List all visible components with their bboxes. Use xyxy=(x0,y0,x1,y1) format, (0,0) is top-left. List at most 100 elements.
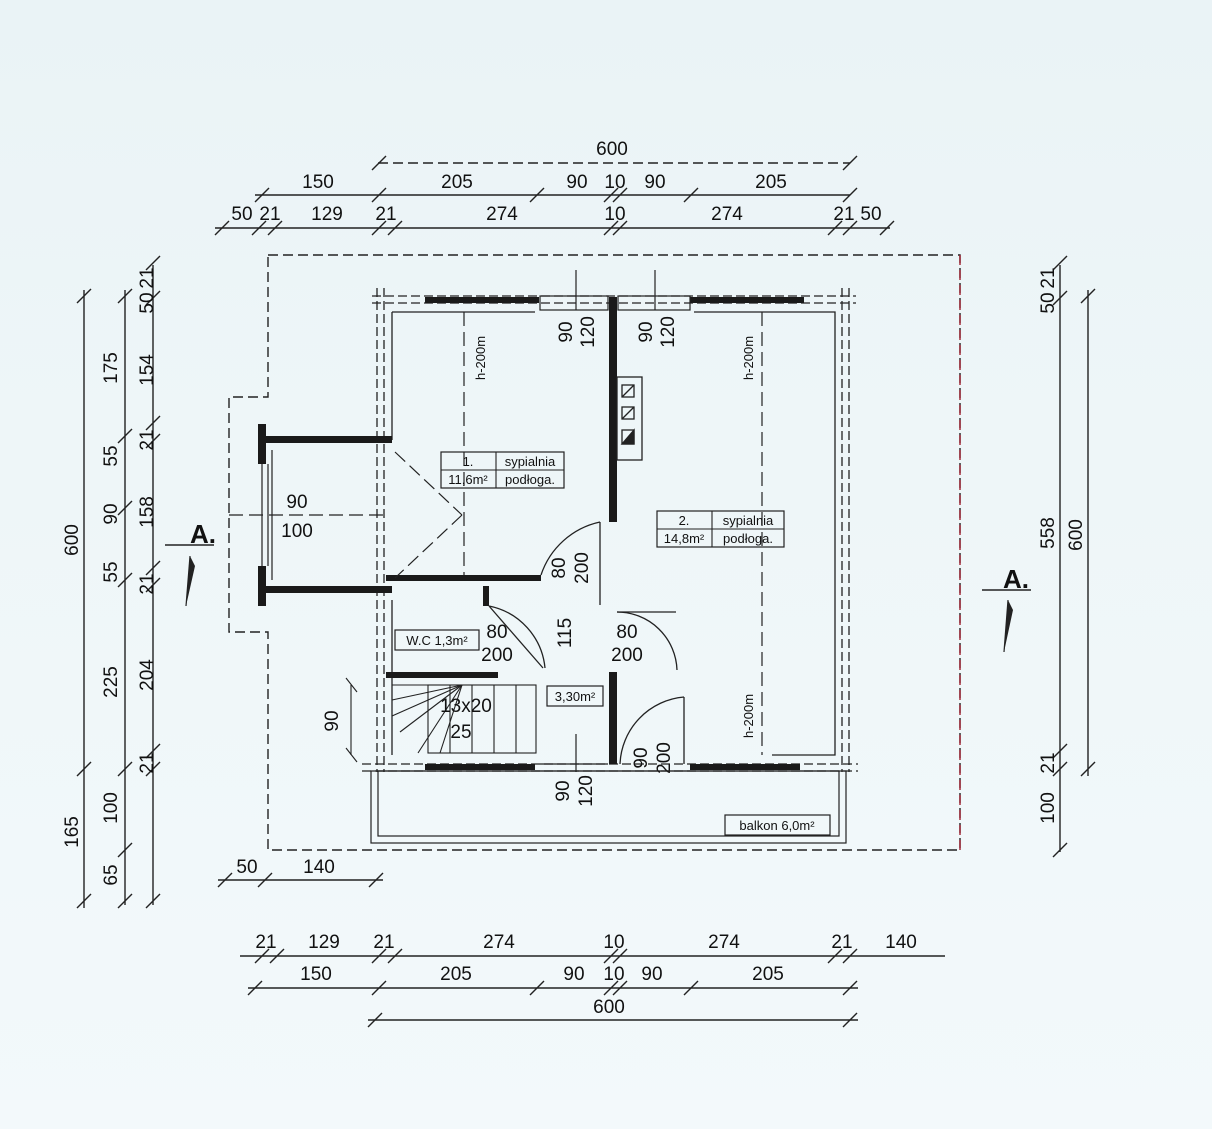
svg-text:2.: 2. xyxy=(679,513,690,528)
balcony xyxy=(370,770,847,844)
dim-right-outer: 600 xyxy=(1066,519,1087,551)
dim-bottom-top: 21 xyxy=(831,932,852,953)
dim-left-mid: 100 xyxy=(101,792,122,824)
window-height: 120 xyxy=(658,316,679,348)
window-height: 120 xyxy=(578,316,599,348)
dim-top-total: 600 xyxy=(596,139,628,160)
dim-top-low: 274 xyxy=(486,204,518,225)
window-width: 90 xyxy=(556,321,577,342)
svg-text:sypialnia: sypialnia xyxy=(505,454,556,469)
stair-width: 90 xyxy=(322,710,343,731)
svg-text:podłoga.: podłoga. xyxy=(505,472,555,487)
hall-width: 115 xyxy=(555,618,576,648)
section-marker-right: A. xyxy=(982,564,1031,653)
dim-bottom-mid: 150 xyxy=(300,964,332,985)
room-2-label: 2. sypialnia 14,8m² podłoga. xyxy=(656,510,785,548)
left-window-height: 100 xyxy=(281,521,313,542)
dim-top-mid: 150 xyxy=(302,172,334,193)
dim-right-mid: 21 xyxy=(1038,267,1059,288)
window-width: 90 xyxy=(636,321,657,342)
dim-bottom-top: 10 xyxy=(603,932,624,953)
dim-lower-left: 50 xyxy=(236,857,257,878)
dim-bottom-top: 274 xyxy=(708,932,740,953)
dim-bottom-mid: 90 xyxy=(563,964,584,985)
left-window-width: 90 xyxy=(286,492,307,513)
dim-top-low: 10 xyxy=(604,204,625,225)
dim-bottom-top: 274 xyxy=(483,932,515,953)
height-labels: h-200m h-200m h-200m xyxy=(473,336,756,738)
stair-labels: 13x20 25 xyxy=(440,696,492,743)
dim-left-outer: 600 xyxy=(62,524,83,556)
dim-bottom-mid: 90 xyxy=(641,964,662,985)
window-height: 120 xyxy=(576,775,597,807)
dimension-ticks xyxy=(76,155,1096,1028)
dim-left-inner: 50 xyxy=(137,292,158,313)
height-label: h-200m xyxy=(741,336,756,380)
room-1-label: 1. sypialnia 11,6m² podłoga. xyxy=(440,451,565,489)
dim-top-low: 274 xyxy=(711,204,743,225)
section-marker-left: A. xyxy=(165,519,216,607)
dim-left-mid: 175 xyxy=(101,352,122,384)
dim-bottom-mid: 205 xyxy=(440,964,472,985)
door-width: 80 xyxy=(549,557,570,578)
opening-labels: 90 120 90 120 90 100 80 200 80 200 80 20… xyxy=(281,316,679,807)
dim-top-low: 50 xyxy=(860,204,881,225)
dim-right-mid: 50 xyxy=(1038,292,1059,313)
dimension-labels: 600 150 205 90 10 90 205 50 21 129 21 27… xyxy=(62,139,1087,1018)
door-height: 200 xyxy=(481,645,513,666)
dim-top-low: 21 xyxy=(833,204,854,225)
chimney xyxy=(616,376,643,461)
dim-bottom-mid: 10 xyxy=(603,964,624,985)
svg-text:3,30m²: 3,30m² xyxy=(555,689,596,704)
dim-left-inner: 21 xyxy=(137,429,158,450)
door-height: 200 xyxy=(572,552,593,584)
dim-left-inner: 21 xyxy=(137,573,158,594)
svg-text:A.: A. xyxy=(1003,564,1029,594)
svg-text:W.C 1,3m²: W.C 1,3m² xyxy=(406,633,468,648)
dim-right-mid: 558 xyxy=(1038,517,1059,549)
stair-tread: 25 xyxy=(450,722,471,743)
dim-left-inner: 204 xyxy=(137,659,158,691)
dim-bottom-mid: 205 xyxy=(752,964,784,985)
dim-top-mid: 90 xyxy=(566,172,587,193)
top-windows xyxy=(539,270,691,772)
dimension-lines xyxy=(83,162,1089,1021)
dim-right-mid: 21 xyxy=(1038,752,1059,773)
svg-text:1.: 1. xyxy=(463,454,474,469)
svg-text:sypialnia: sypialnia xyxy=(723,513,774,528)
svg-text:podłoga.: podłoga. xyxy=(723,531,773,546)
dim-top-mid: 90 xyxy=(644,172,665,193)
svg-text:balkon 6,0m²: balkon 6,0m² xyxy=(739,818,815,833)
wc-label: W.C 1,3m² xyxy=(394,629,480,651)
stair-count: 13x20 xyxy=(440,696,492,717)
dim-left-mid: 90 xyxy=(101,503,122,524)
height-label: h-200m xyxy=(473,336,488,380)
dim-left-mid: 65 xyxy=(101,864,122,885)
hall-label: 3,30m² xyxy=(546,685,604,707)
doors xyxy=(488,521,685,765)
dim-top-mid: 205 xyxy=(441,172,473,193)
svg-text:14,8m²: 14,8m² xyxy=(664,531,705,546)
dim-bottom-top: 21 xyxy=(255,932,276,953)
dim-right-mid: 100 xyxy=(1038,792,1059,824)
dim-left-inner: 158 xyxy=(137,496,158,528)
door-width: 80 xyxy=(616,622,637,643)
dormer-window xyxy=(229,450,463,580)
height-lines xyxy=(463,312,763,755)
door-width: 80 xyxy=(486,622,507,643)
door-height: 200 xyxy=(611,645,643,666)
dim-top-low: 129 xyxy=(311,204,343,225)
dim-top-low: 50 xyxy=(231,204,252,225)
dim-top-low: 21 xyxy=(259,204,280,225)
window-width: 90 xyxy=(553,780,574,801)
dim-bottom-top: 129 xyxy=(308,932,340,953)
svg-text:11,6m²: 11,6m² xyxy=(448,472,488,487)
dim-bottom-top: 140 xyxy=(885,932,917,953)
height-label: h-200m xyxy=(741,694,756,738)
dim-left-mid: 225 xyxy=(101,666,122,698)
dim-left-mid: 55 xyxy=(101,445,122,466)
heavy-walls xyxy=(258,297,804,770)
dim-left-mid: 55 xyxy=(101,561,122,582)
dim-left-inner: 21 xyxy=(137,752,158,773)
